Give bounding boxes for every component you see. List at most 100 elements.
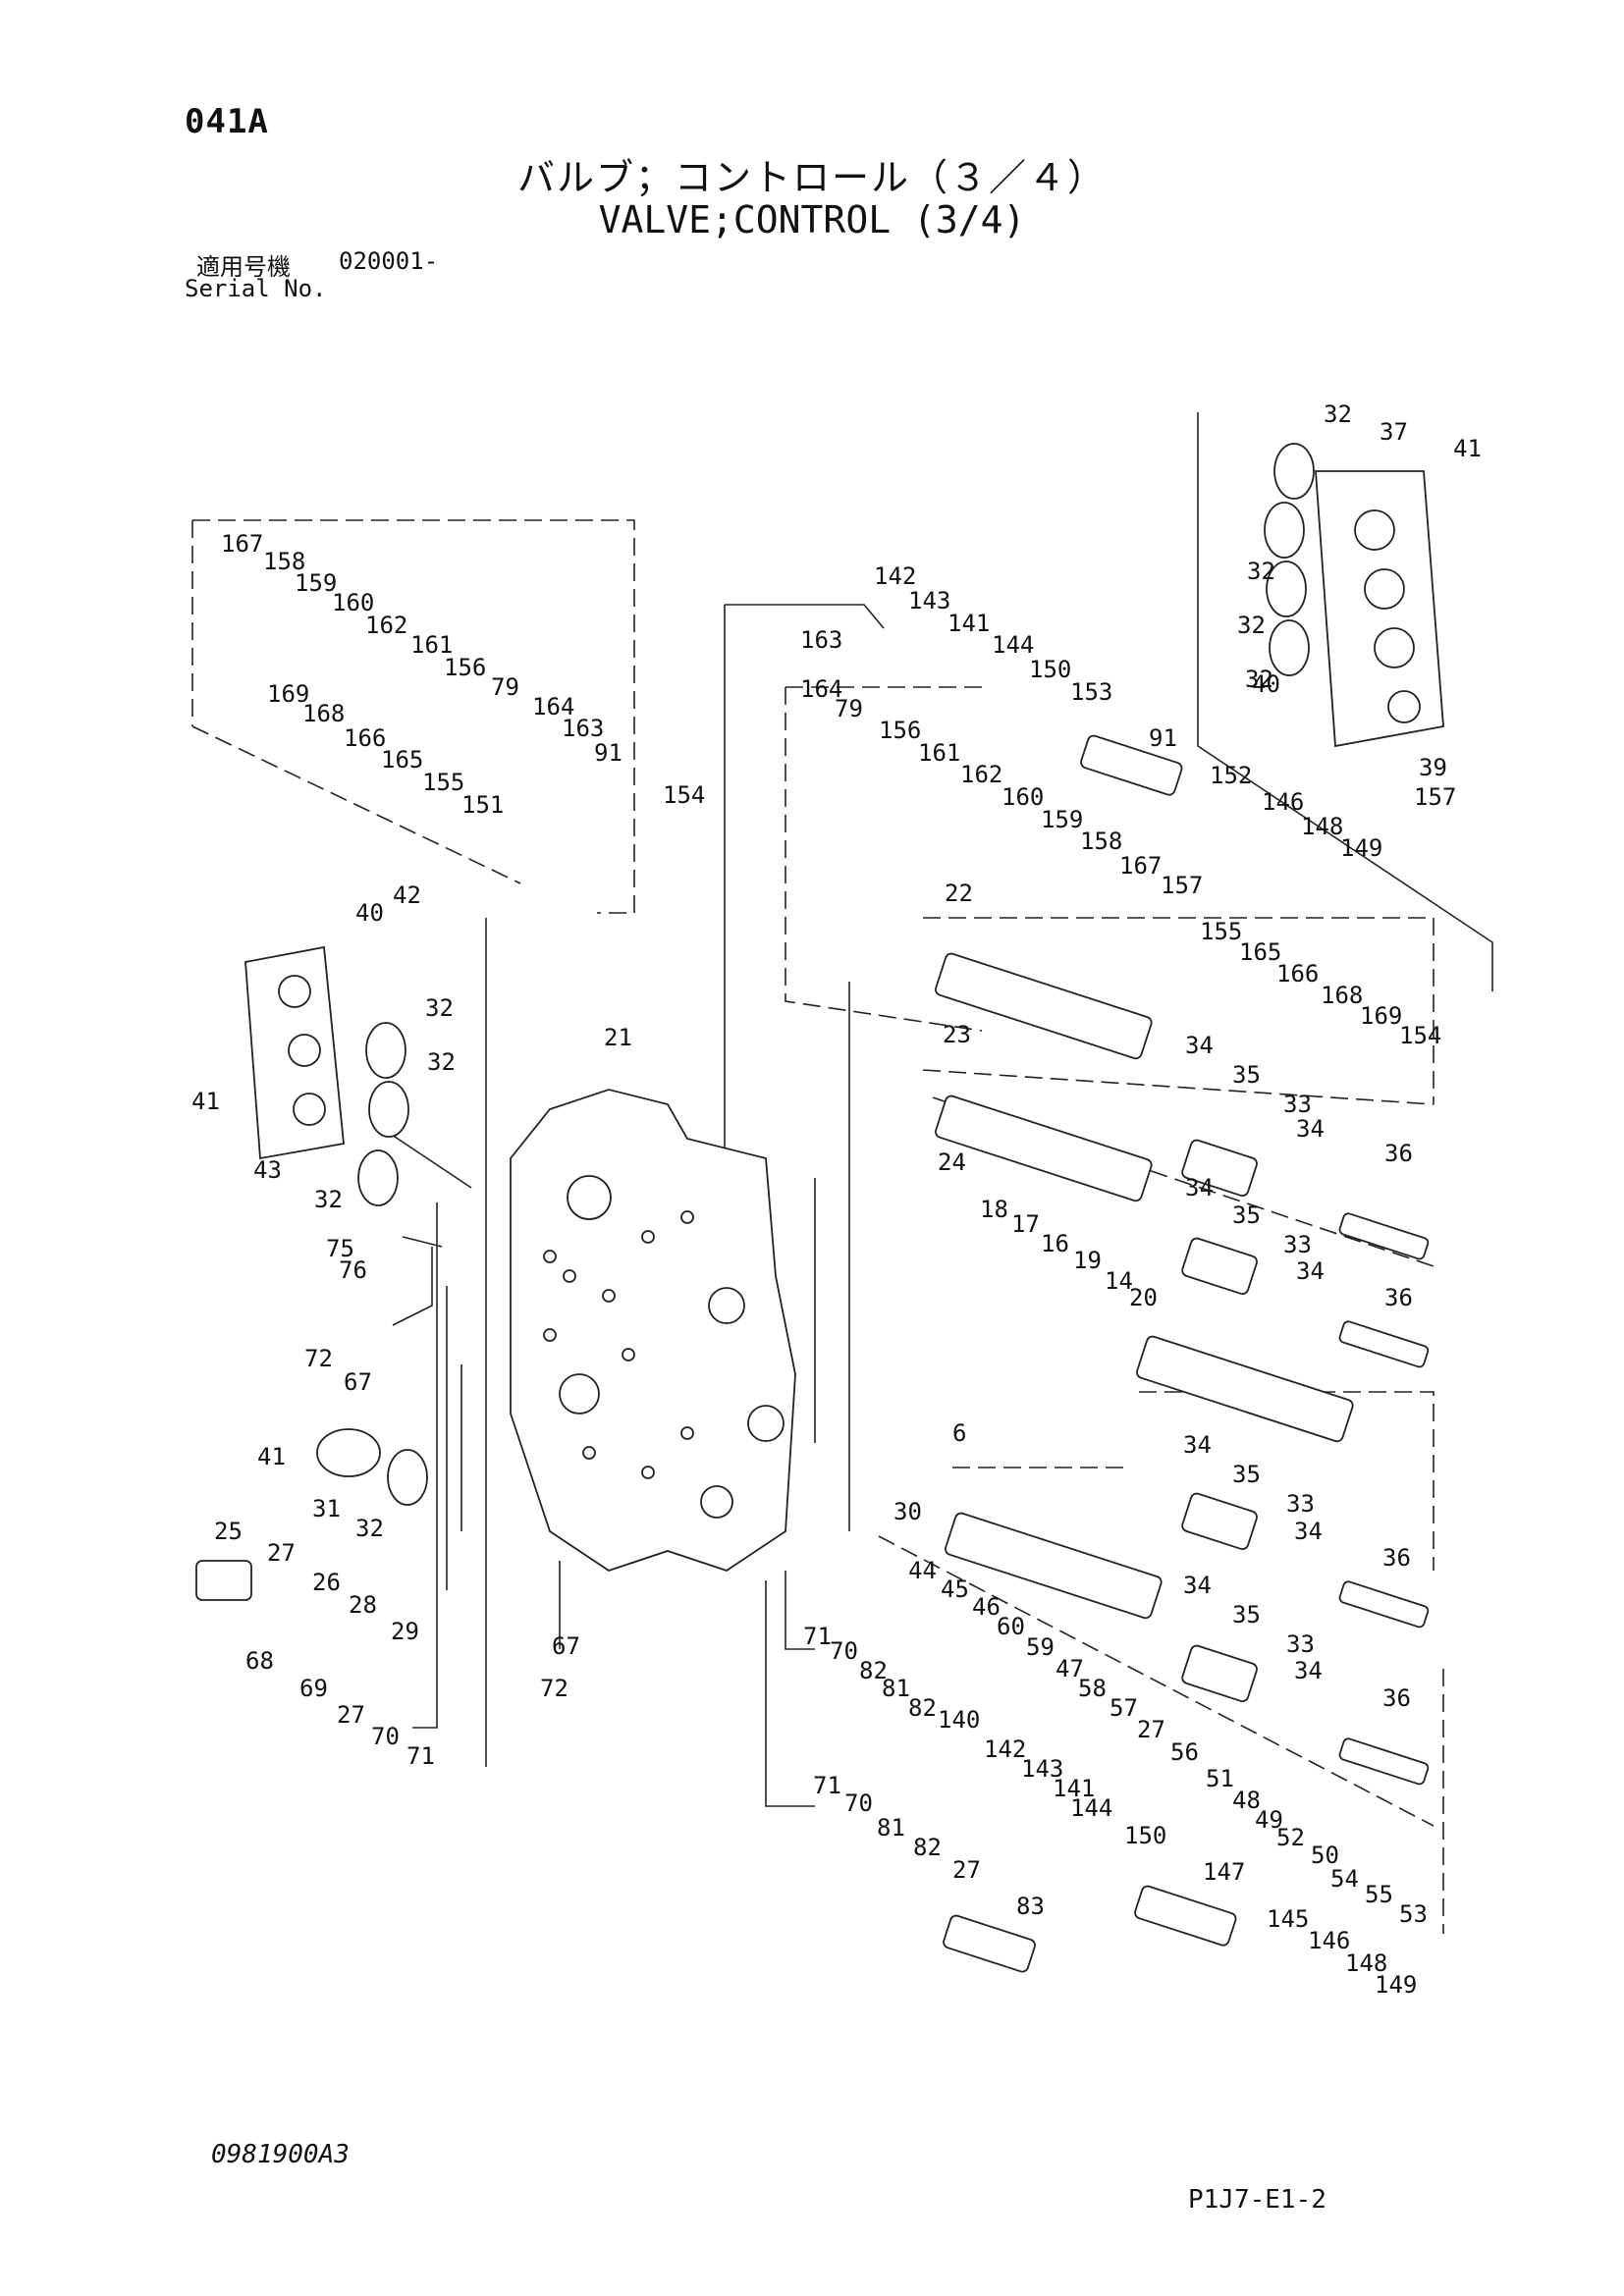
callout-76: 76 [339,1256,367,1284]
callout-169: 169 [1360,1002,1402,1030]
callout-27: 27 [267,1539,296,1567]
callout-41: 41 [1453,435,1482,462]
callout-36: 36 [1384,1140,1413,1167]
callout-81: 81 [877,1814,905,1842]
callout-150: 150 [1124,1822,1166,1849]
callout-146: 146 [1308,1927,1350,1954]
callout-166: 166 [1276,960,1319,988]
callout-37: 37 [1380,418,1408,446]
callout-36: 36 [1382,1684,1411,1712]
callout-56: 56 [1170,1738,1199,1766]
callout-41: 41 [191,1088,220,1115]
spool-24 [1136,1335,1354,1443]
callout-141: 141 [947,610,990,637]
callout-147: 147 [1203,1858,1245,1886]
callout-159: 159 [295,569,337,597]
callout-29: 29 [391,1618,419,1645]
callout-71: 71 [813,1772,841,1799]
callout-36: 36 [1382,1544,1411,1572]
callout-82: 82 [859,1657,888,1684]
callout-26: 26 [312,1569,341,1596]
callout-33: 33 [1283,1231,1312,1258]
callout-67: 67 [552,1632,580,1660]
callout-22: 22 [945,880,973,907]
callout-35: 35 [1232,1201,1261,1229]
callout-146: 146 [1262,788,1304,816]
callout-45: 45 [941,1575,969,1603]
callout-36: 36 [1384,1284,1413,1311]
callout-34: 34 [1294,1518,1323,1545]
callout-27: 27 [952,1856,981,1884]
callout-labels: 3237413232324039157167158159160162161156… [191,400,1482,1999]
callout-141: 141 [1053,1775,1095,1802]
callout-32: 32 [1245,666,1273,693]
spool-30 [945,1512,1163,1620]
title-japanese: バルブ；コントロール（３／４） [516,156,1107,199]
callout-32: 32 [314,1186,343,1213]
callout-72: 72 [304,1345,333,1372]
callout-83: 83 [1016,1893,1045,1920]
callout-167: 167 [221,530,263,558]
spool-153 [1080,734,1183,796]
callout-164: 164 [532,693,574,721]
callout-52: 52 [1276,1824,1305,1851]
callout-71: 71 [406,1742,435,1770]
callout-57: 57 [1110,1694,1138,1722]
callout-148: 148 [1345,1949,1387,1977]
callout-166: 166 [344,724,386,752]
callout-143: 143 [908,587,950,614]
callout-69: 69 [299,1675,328,1702]
callout-43: 43 [253,1156,282,1184]
callout-32: 32 [1237,612,1266,639]
callout-70: 70 [371,1723,400,1750]
callout-163: 163 [800,626,842,654]
callout-154: 154 [1399,1022,1441,1049]
leader-lines [191,412,1493,1934]
callout-50: 50 [1311,1842,1339,1869]
end-cover-37 [1315,470,1444,748]
callout-152: 152 [1210,762,1252,789]
callout-35: 35 [1232,1461,1261,1488]
callout-68: 68 [245,1647,274,1675]
callout-42: 42 [393,881,421,909]
callout-41: 41 [257,1443,286,1470]
callout-142: 142 [874,562,916,590]
callout-165: 165 [381,746,423,774]
callout-156: 156 [444,654,486,681]
callout-163: 163 [562,715,604,742]
callout-54: 54 [1330,1865,1359,1893]
serial-value: 020001- [339,247,439,275]
callout-143: 143 [1021,1755,1063,1783]
callout-55: 55 [1365,1881,1393,1908]
callout-151: 151 [461,791,504,819]
callout-31: 31 [312,1495,341,1522]
callout-75: 75 [326,1235,354,1262]
plug-83 [943,1914,1036,1973]
callout-6: 6 [952,1419,966,1447]
callout-27: 27 [1137,1716,1165,1743]
orings-32 [357,443,1315,1506]
callout-30: 30 [893,1498,922,1525]
callout-46: 46 [972,1593,1001,1621]
callout-144: 144 [1070,1794,1112,1822]
callout-91: 91 [594,739,623,767]
callout-144: 144 [992,631,1034,659]
plug-25 [195,1560,252,1601]
callout-33: 33 [1283,1091,1312,1118]
spool-147 [1134,1885,1237,1947]
callout-67: 67 [344,1368,372,1396]
callout-79: 79 [491,673,519,701]
callout-51: 51 [1206,1765,1234,1792]
callout-70: 70 [844,1789,873,1817]
flange-31 [316,1428,381,1477]
callout-60: 60 [997,1613,1025,1640]
callout-156: 156 [879,717,921,744]
callout-164: 164 [800,675,842,703]
document-number: 0981900A3 [211,2140,350,2169]
spool-23 [935,1095,1153,1202]
callout-33: 33 [1286,1630,1315,1658]
callout-153: 153 [1070,678,1112,706]
callout-34: 34 [1185,1174,1214,1201]
callout-168: 168 [302,700,345,727]
